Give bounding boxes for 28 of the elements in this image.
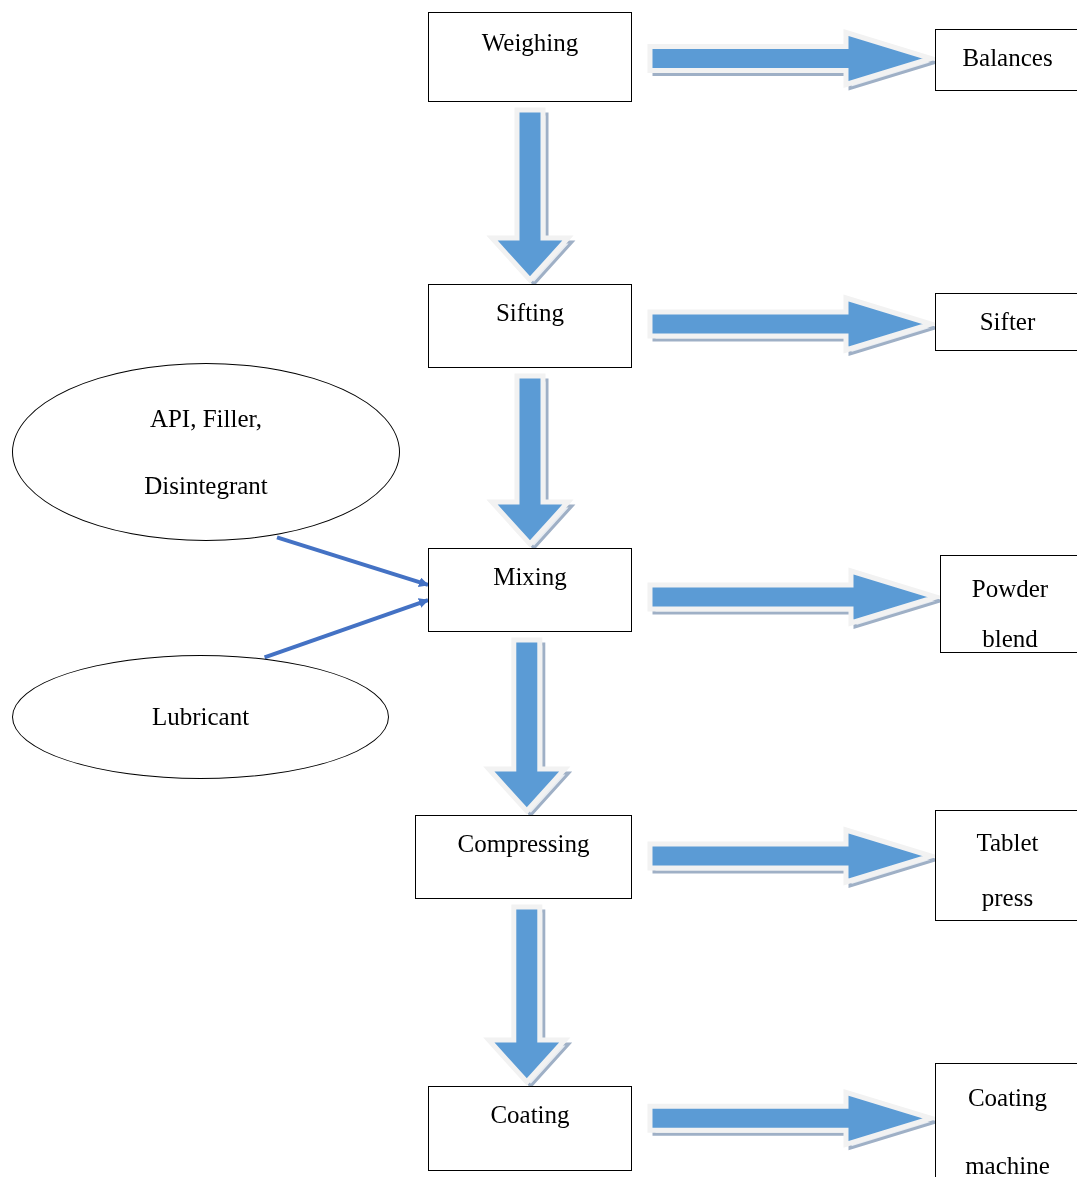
node-label: Lubricant (150, 701, 251, 732)
block-arrow (483, 637, 573, 818)
block-arrow (486, 107, 576, 287)
node-label: Powder blend (970, 574, 1050, 654)
process-box (935, 810, 1077, 921)
block-arrow (486, 373, 576, 551)
node-label: Balances (961, 43, 1054, 73)
process-box (935, 1063, 1077, 1177)
node-label: Sifter (978, 307, 1037, 337)
arrow (276, 535, 429, 588)
process-box (935, 293, 1077, 351)
process-box (935, 29, 1077, 91)
arrow (263, 598, 429, 660)
node-label: Compressing (456, 829, 591, 859)
block-arrow (483, 904, 573, 1089)
process-box (940, 555, 1077, 653)
node-label: Mixing (492, 562, 568, 592)
node-label: Coating (489, 1100, 571, 1130)
node-label: API, Filler, Disintegrant (143, 403, 269, 501)
process-box (415, 815, 632, 899)
node-label: Sifting (494, 298, 566, 328)
process-box (428, 12, 632, 102)
node-label: Tablet press (975, 828, 1040, 913)
node-label: Weighing (480, 28, 580, 58)
node-label: Coating machine (964, 1083, 1051, 1177)
process-box (428, 548, 632, 632)
process-box (428, 1086, 632, 1171)
process-box (428, 284, 632, 368)
